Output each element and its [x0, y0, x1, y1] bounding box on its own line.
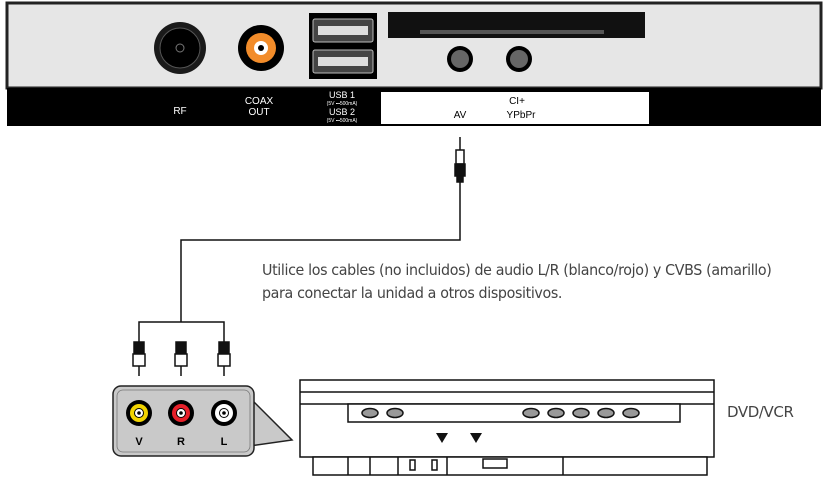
callout-wedge: [249, 396, 294, 447]
label-usb1: USB 1: [329, 90, 355, 100]
label-usb1-spec: (5V ⎓500mA): [327, 101, 358, 107]
dvd-vcr-device: [299, 379, 715, 476]
label-coax: COAX: [245, 96, 274, 107]
rca-jack-l: L: [211, 400, 237, 448]
rf-connector: [154, 22, 206, 74]
rca-jack-r: R: [168, 400, 194, 448]
device-name-label: DVD/VCR: [727, 403, 794, 421]
label-rf: RF: [173, 106, 186, 117]
label-ypbpr: YPbPr: [507, 110, 537, 121]
tv-rear-panel: RF COAX OUT USB 1 (5V ⎓500mA) USB 2 (5V …: [5, 1, 823, 126]
usb-ports: [309, 13, 377, 79]
ci-plus-slot: [388, 12, 645, 38]
label-ci-plus: CI+: [509, 96, 525, 107]
rca-plugs: [132, 341, 231, 376]
rca-jack-v: V: [126, 400, 152, 448]
rca-jack-label: R: [177, 436, 185, 448]
rca-plug-left: [217, 341, 231, 376]
label-coax-out: OUT: [248, 107, 269, 118]
av-jack: [447, 46, 473, 72]
rca-jack-label: L: [221, 436, 228, 448]
label-usb2: USB 2: [329, 107, 355, 117]
rca-plug-video: [132, 341, 146, 376]
label-av: AV: [454, 110, 467, 121]
instruction-text: Utilice los cables (no incluidos) de aud…: [262, 261, 772, 302]
label-usb2-spec: (5V ⎓500mA): [327, 118, 358, 124]
ci-av-label-box: [381, 92, 649, 124]
av-cable: [138, 137, 466, 342]
ypbpr-jack: [506, 46, 532, 72]
coax-out-connector: [238, 25, 284, 71]
rca-jack-label: V: [135, 436, 143, 448]
rca-plug-right: [174, 341, 188, 376]
front-control-strip: [347, 403, 681, 423]
